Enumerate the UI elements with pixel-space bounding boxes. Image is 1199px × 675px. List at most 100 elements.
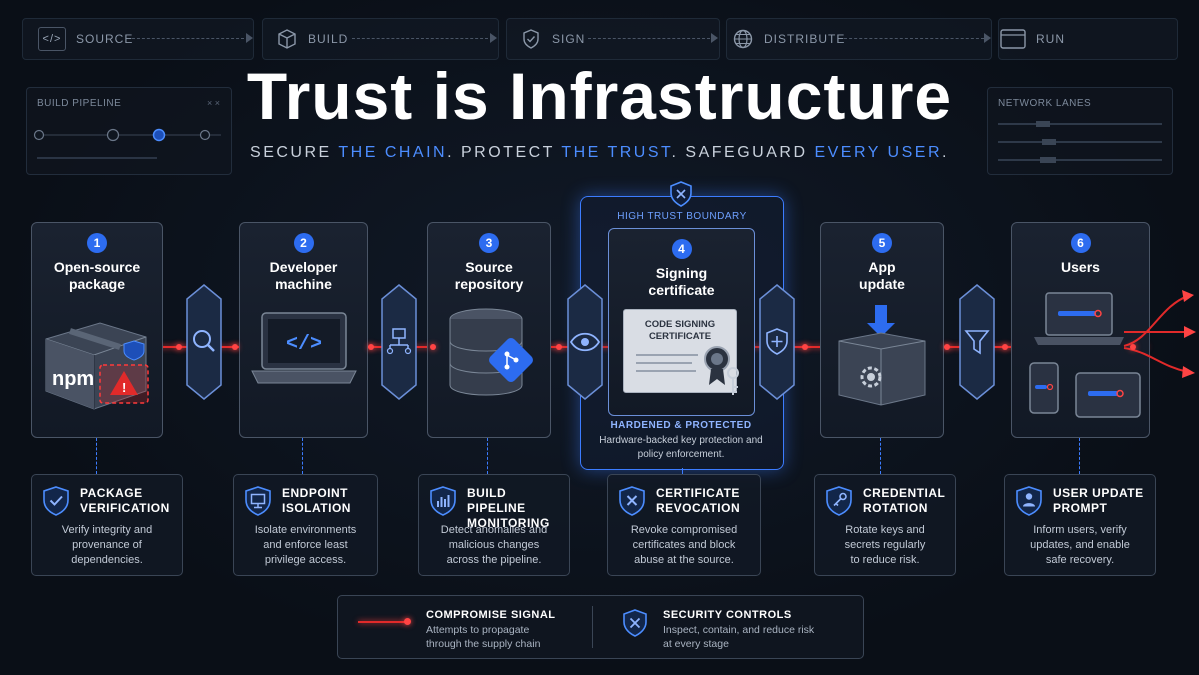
compromise-signal-fan-arrows xyxy=(1123,290,1196,378)
stage-distribute: DISTRIBUTE xyxy=(732,22,845,56)
stage-card-open-source-package: 1 Open-source package npm ! xyxy=(31,222,163,438)
code-glyph: </> xyxy=(286,333,322,356)
stage-label: BUILD xyxy=(308,32,349,46)
user-icon xyxy=(1016,486,1042,516)
step-number: 5 xyxy=(872,233,892,253)
stage-card-app-update: 5 App update xyxy=(820,222,944,438)
control-certificate-revocation: CERTIFICATE REVOCATION Revoke compromise… xyxy=(607,474,761,576)
control-user-update-prompt: USER UPDATE PROMPT Inform users, verify … xyxy=(1004,474,1156,576)
arrow-icon xyxy=(711,33,718,43)
magnifier-icon xyxy=(193,330,211,348)
card-name: Source repository xyxy=(428,259,550,293)
stage-connector xyxy=(132,38,244,39)
signal-legend-dot xyxy=(404,618,411,625)
control-description: Rotate keys and secrets regularly to red… xyxy=(844,524,926,566)
stage-card-developer-machine: 2 Developer machine </> xyxy=(239,222,368,438)
stage-label: SIGN xyxy=(552,32,586,46)
svg-text:× ×: × × xyxy=(207,98,220,108)
card-name: Open-source package xyxy=(32,259,162,293)
stage-card-source-repository: 3 Source repository xyxy=(427,222,551,438)
stage-connector xyxy=(588,38,710,39)
subtitle-part: . xyxy=(942,144,949,161)
subtitle-highlight: THE CHAIN xyxy=(338,144,448,161)
control-package-verification: PACKAGE VERIFICATION Verify integrity an… xyxy=(31,474,183,576)
legend-controls-description: Inspect, contain, and reduce risk at eve… xyxy=(663,624,815,650)
stage-box-sign xyxy=(506,18,720,60)
legend-controls-title: SECURITY CONTROLS xyxy=(663,609,792,621)
stage-label: DISTRIBUTE xyxy=(764,32,846,46)
connector xyxy=(487,438,488,474)
stage-source: </> SOURCE xyxy=(38,22,133,56)
hex-checkpoint-observe xyxy=(567,284,603,400)
card-name-text: App update xyxy=(859,259,905,292)
page-subtitle: SECURE THE CHAIN. PROTECT THE TRUST. SAF… xyxy=(0,144,1199,162)
step-number: 4 xyxy=(671,239,692,259)
hex-checkpoint-inspect xyxy=(186,284,222,400)
control-description: Verify integrity and provenance of depen… xyxy=(61,524,153,566)
hardened-label: HARDENED & PROTECTED xyxy=(610,420,752,431)
signal-dot xyxy=(232,344,238,350)
pipeline-nodes-graphic: × × xyxy=(33,98,221,159)
control-title: CERTIFICATE REVOCATION xyxy=(656,486,741,515)
stage-connector xyxy=(844,38,984,39)
signal-dot xyxy=(1002,344,1008,350)
stage-label: SOURCE xyxy=(76,32,134,46)
control-build-pipeline-monitoring: BUILD PIPELINE MONITORING Detect anomali… xyxy=(418,474,570,576)
stage-label: RUN xyxy=(1036,32,1065,46)
monitor-icon xyxy=(245,486,271,516)
connector xyxy=(302,438,303,474)
hex-checkpoint-protect xyxy=(759,284,795,400)
legend-signal-description: Attempts to propagate through the supply… xyxy=(426,624,541,650)
stage-box-run xyxy=(998,18,1178,60)
hex-checkpoint-filter xyxy=(959,284,995,400)
panel-title: BUILD PIPELINE xyxy=(37,98,122,109)
signal-legend-line xyxy=(358,621,406,623)
connector xyxy=(1079,438,1080,474)
arrow-icon xyxy=(246,33,253,43)
arrow-icon xyxy=(984,33,991,43)
network-lanes-graphic xyxy=(998,121,1162,163)
build-pipeline-panel: BUILD PIPELINE × × xyxy=(26,87,232,175)
legend: COMPROMISE SIGNAL Attempts to propagate … xyxy=(337,595,864,659)
control-endpoint-isolation: ENDPOINT ISOLATION Isolate environments … xyxy=(233,474,378,576)
legend-signal-title: COMPROMISE SIGNAL xyxy=(426,609,556,621)
stage-box-source xyxy=(22,18,254,60)
database-repo-icon xyxy=(449,308,533,396)
shield-plus-icon xyxy=(766,328,788,355)
card-name: App update xyxy=(821,259,943,293)
arrow-icon xyxy=(490,33,497,43)
card-name-text: Signing certificate xyxy=(648,265,715,298)
npm-package-box-icon: npm ! xyxy=(45,322,149,410)
stage-card-users: 6 Users xyxy=(1011,222,1150,438)
stage-sign: SIGN xyxy=(520,22,585,56)
page-title: Trust is Infrastructure xyxy=(246,59,953,133)
signal-dot xyxy=(368,344,374,350)
hex-checkpoint-network xyxy=(381,284,417,400)
shield-check-icon xyxy=(523,29,539,49)
certificate-text: CODE SIGNING CERTIFICATE xyxy=(644,319,716,342)
stage-connector xyxy=(352,38,488,39)
network-lanes-panel: NETWORK LANES xyxy=(987,87,1173,175)
subtitle-highlight: EVERY USER xyxy=(814,144,942,161)
trust-boundary-label: HIGH TRUST BOUNDARY xyxy=(617,211,747,222)
connector xyxy=(880,438,881,474)
seal-key-icon xyxy=(704,346,739,395)
code-icon: </> xyxy=(38,27,66,51)
card-name-text: Developer machine xyxy=(269,259,338,292)
signal-dot xyxy=(1130,344,1136,350)
card-name-text: Open-source package xyxy=(53,259,141,292)
control-description: Detect anomalies and malicious changes a… xyxy=(440,524,548,566)
npm-label: npm xyxy=(52,368,94,390)
legend-divider xyxy=(592,606,593,648)
card-name: Developer machine xyxy=(240,259,367,293)
subtitle-part: . SAFEGUARD xyxy=(671,144,815,161)
signal-dot xyxy=(802,344,808,350)
laptop-icon: </> xyxy=(251,312,357,384)
panel-title: NETWORK LANES xyxy=(998,98,1092,109)
shield-x-icon xyxy=(619,486,645,516)
control-credential-rotation: CREDENTIAL ROTATION Rotate keys and secr… xyxy=(814,474,956,576)
stage-box-build xyxy=(262,18,499,60)
control-title: CREDENTIAL ROTATION xyxy=(863,486,946,515)
connector xyxy=(682,468,683,474)
signal-dot xyxy=(556,344,562,350)
